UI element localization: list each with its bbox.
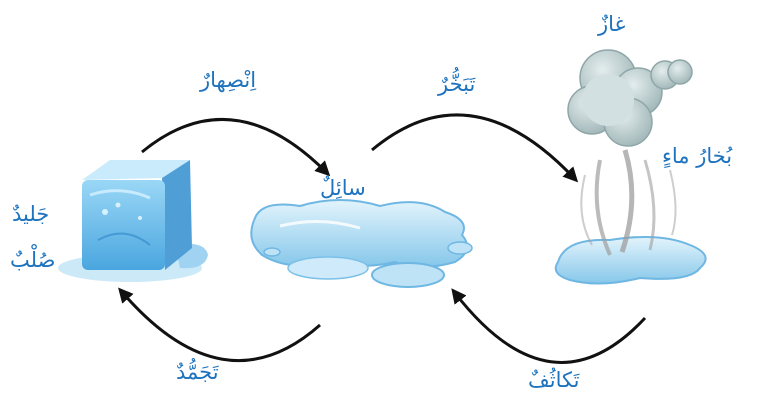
steam-cloud-icon (554, 49, 707, 285)
water-puddle-icon (250, 199, 473, 288)
condensation-arrow (451, 288, 647, 364)
condensation-label: تَكاثُفٌ (528, 368, 580, 392)
evaporation-arrow (371, 113, 579, 183)
evaporation-label: تَبَخُّرٌ (438, 72, 476, 96)
melting-label: اِنْصِهارٌ (200, 68, 257, 92)
freezing-label: تَجَمُّدٌ (176, 360, 219, 384)
freezing-arrow (118, 287, 321, 363)
ice-label: جَليدٌ (12, 202, 50, 226)
liquid-label: سائِلٌ (320, 176, 366, 200)
water-vapor-label: بُخارُ ماءٍ (662, 144, 733, 168)
ice-cube-icon (58, 160, 208, 282)
solid-label: صُلْبٌ (10, 248, 56, 272)
melting-arrow (141, 117, 331, 177)
gas-label: غازٌ (598, 12, 626, 36)
